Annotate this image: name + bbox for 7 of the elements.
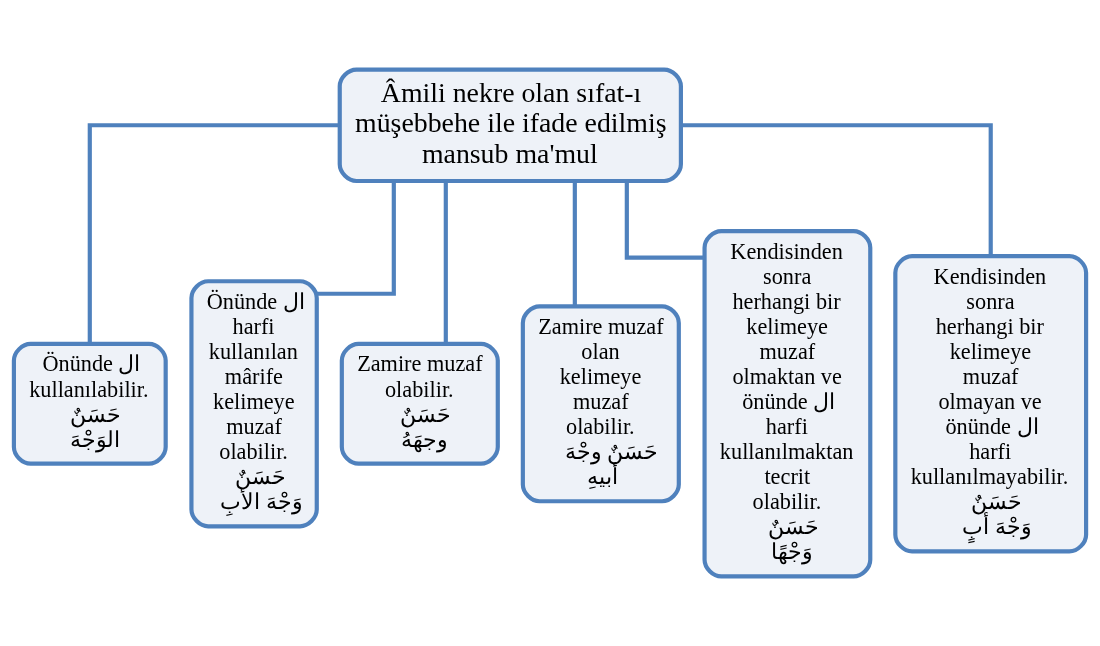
connector xyxy=(443,181,448,344)
connector xyxy=(681,123,993,256)
connector xyxy=(572,181,577,306)
connector xyxy=(317,181,396,296)
node-box: Âmili nekre olan sıfat-ı müşebbehe ile ifade edilmiş mansub ma'mul xyxy=(337,67,683,184)
connector xyxy=(624,181,705,260)
connector xyxy=(87,123,340,344)
